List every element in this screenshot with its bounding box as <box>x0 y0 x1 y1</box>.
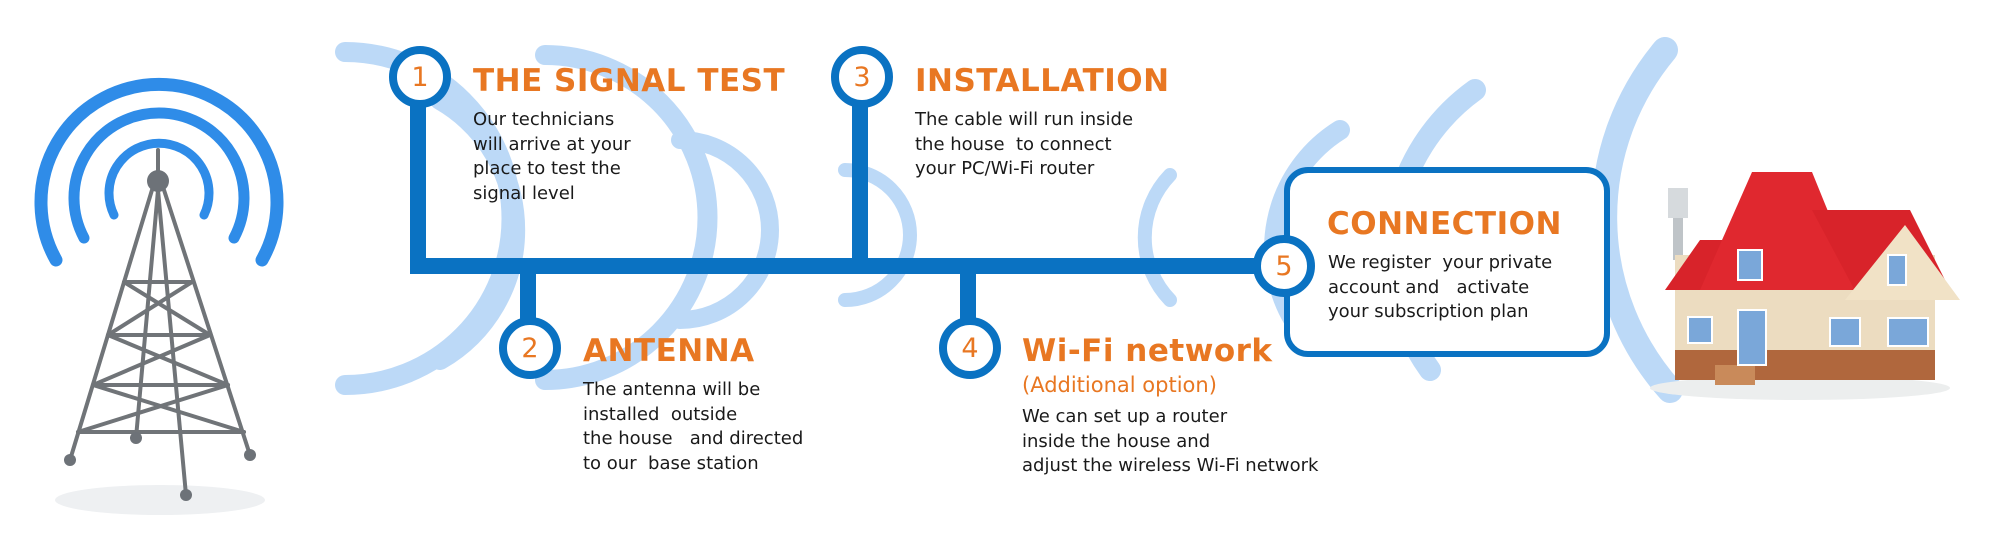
step-4-subtitle: (Additional option) <box>1022 373 1217 397</box>
step-1-description: Our technicians will arrive at your plac… <box>473 109 631 204</box>
step-4-title: Wi-Fi network <box>1022 333 1273 369</box>
radio-tower-icon <box>34 78 284 515</box>
step-2-number: 2 <box>499 317 561 379</box>
step-4-description: We can set up a router inside the house … <box>1022 406 1319 476</box>
step-1-title: THE SIGNAL TEST <box>473 63 786 99</box>
step-2-title: ANTENNA <box>583 333 755 369</box>
step-5-title: CONNECTION <box>1327 206 1562 242</box>
step-2-description: The antenna will be installed outside th… <box>583 379 804 474</box>
house-icon <box>1650 172 1960 400</box>
step-3-description: The cable will run inside the house to c… <box>915 109 1134 179</box>
process-line <box>410 103 1280 322</box>
step-5-number: 5 <box>1253 235 1315 297</box>
step-1-number: 1 <box>389 46 451 108</box>
step-3-title: INSTALLATION <box>915 63 1170 99</box>
step-4-number: 4 <box>939 317 1001 379</box>
step-5-description: We register your private account and act… <box>1328 252 1553 322</box>
step-3-number: 3 <box>831 46 893 108</box>
